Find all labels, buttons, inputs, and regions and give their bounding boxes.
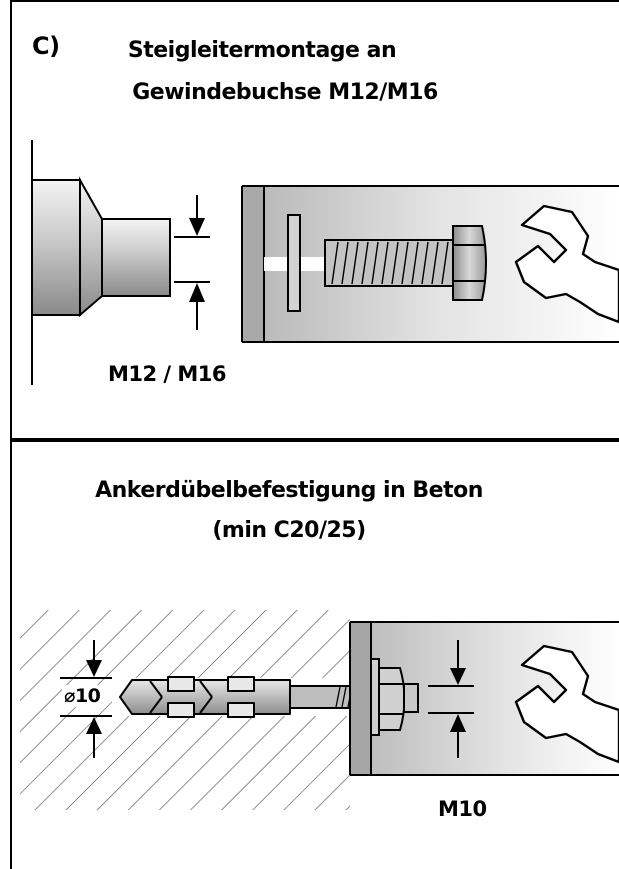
thread-size-label: M12 / M16 bbox=[108, 362, 227, 386]
section-letter: C) bbox=[32, 32, 60, 60]
top-title-line-1: Steigleitermontage an bbox=[127, 38, 397, 63]
hex-nut bbox=[452, 225, 487, 301]
drill-diameter-dimension bbox=[60, 640, 112, 758]
wrench-icon bbox=[514, 204, 619, 324]
washer bbox=[287, 214, 301, 312]
wrench-icon bbox=[514, 644, 619, 764]
thread-dimension-arrows bbox=[174, 195, 210, 330]
expansion-anchor bbox=[119, 676, 367, 718]
socket-sleeve bbox=[101, 218, 171, 297]
nut-and-washer bbox=[370, 658, 419, 736]
bolt-size-dimension bbox=[428, 640, 474, 758]
top-title-line-2: Gewindebuchse M12/M16 bbox=[132, 80, 438, 105]
bolt-size-label: M10 bbox=[438, 797, 487, 821]
socket-cone bbox=[79, 176, 103, 318]
threaded-socket-illustration bbox=[31, 140, 619, 385]
frame-top-line bbox=[10, 0, 619, 2]
drill-diameter-label: ⌀10 bbox=[62, 685, 103, 707]
threaded-socket-panel: C) Steigleitermontage an Gewindebuchse M… bbox=[31, 32, 619, 386]
anchor-bolt-panel: Ankerdübelbefestigung in Beton (min C20/… bbox=[0, 440, 619, 869]
socket-flange bbox=[31, 179, 81, 316]
bolt-m12 bbox=[324, 239, 454, 287]
section-divider bbox=[10, 438, 619, 442]
bottom-title-line-1: Ankerdübelbefestigung in Beton bbox=[95, 478, 483, 503]
anchor-bolt-illustration bbox=[20, 610, 619, 810]
frame-left-line bbox=[10, 0, 12, 869]
bottom-title-line-2: (min C20/25) bbox=[212, 518, 366, 543]
